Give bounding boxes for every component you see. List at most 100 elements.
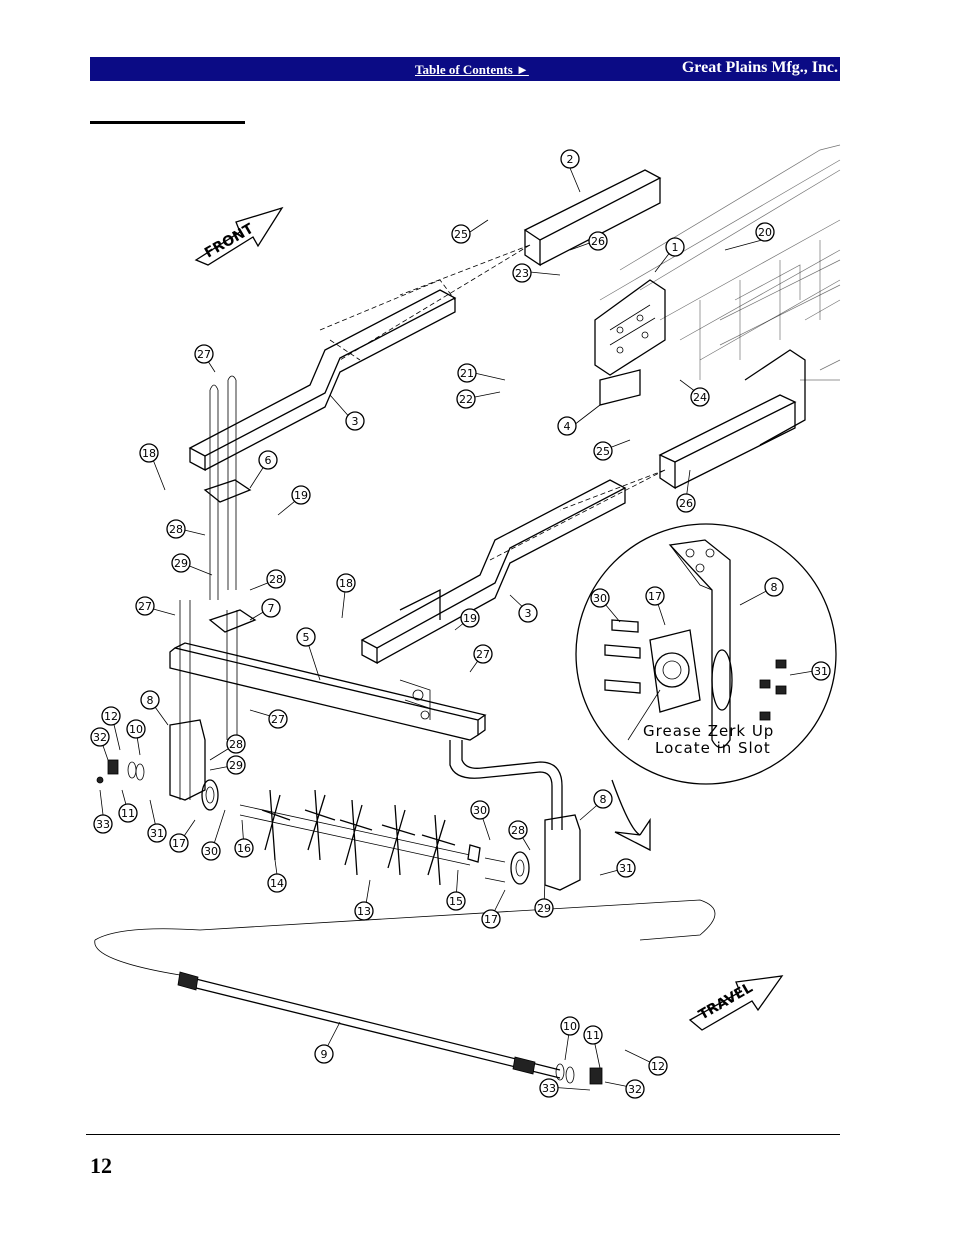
callout-bubble: 15 — [446, 891, 466, 911]
detail-circle — [575, 523, 837, 852]
callout-bubble: 30 — [590, 588, 610, 608]
callout-leaders — [99, 167, 821, 1091]
callout-bubble: 32 — [625, 1079, 645, 1099]
svg-text:12: 12 — [651, 1060, 665, 1073]
front-arrow: FRONT — [194, 206, 284, 266]
callout-bubble: 33 — [539, 1078, 559, 1098]
callout-bubble: 23 — [512, 263, 532, 283]
svg-text:31: 31 — [814, 665, 828, 678]
shaft-hardware-right — [555, 1063, 603, 1085]
callout-bubble: 28 — [266, 569, 286, 589]
callout-bubble: 2 — [560, 149, 580, 169]
shaft-hardware-left — [96, 759, 145, 784]
table-of-contents-link[interactable]: Table of Contents ► — [415, 62, 529, 77]
svg-text:1: 1 — [672, 241, 679, 254]
callout-bubble: 20 — [755, 222, 775, 242]
svg-text:15: 15 — [449, 895, 463, 908]
shaft-part-9 — [94, 899, 716, 1079]
bent-support-arm — [449, 740, 581, 891]
callout-bubble: 30 — [201, 841, 221, 861]
svg-text:8: 8 — [771, 581, 778, 594]
svg-text:29: 29 — [229, 759, 243, 772]
mount-bracket-upper — [594, 279, 666, 406]
callout-bubble: 19 — [460, 608, 480, 628]
svg-text:28: 28 — [229, 738, 243, 751]
callout-bubble: 26 — [676, 493, 696, 513]
callout-bubble: 30 — [470, 800, 490, 820]
svg-text:7: 7 — [268, 602, 275, 615]
svg-text:11: 11 — [121, 807, 135, 820]
svg-text:27: 27 — [197, 348, 211, 361]
svg-text:18: 18 — [142, 447, 156, 460]
svg-text:28: 28 — [511, 824, 525, 837]
callout-bubble: 10 — [560, 1016, 580, 1036]
svg-text:20: 20 — [758, 226, 772, 239]
detail-note: Grease Zerk Up Locate in Slot — [643, 722, 774, 757]
callout-bubble: 8 — [140, 690, 160, 710]
callout-bubble: 29 — [226, 755, 246, 775]
detail-note-line2: Locate in Slot — [655, 739, 771, 757]
callout-bubble: 27 — [268, 709, 288, 729]
callout-bubble: 27 — [473, 644, 493, 664]
tube-part-3-upper — [188, 279, 457, 472]
detail-note-line1: Grease Zerk Up — [643, 722, 774, 740]
callout-bubble: 27 — [194, 344, 214, 364]
svg-text:32: 32 — [628, 1083, 642, 1096]
callout-bubble: 29 — [171, 553, 191, 573]
svg-text:30: 30 — [593, 592, 607, 605]
callout-bubble: 5 — [296, 627, 316, 647]
svg-text:33: 33 — [96, 818, 110, 831]
svg-text:33: 33 — [542, 1082, 556, 1095]
callout-bubble: 14 — [267, 873, 287, 893]
svg-text:10: 10 — [129, 723, 143, 736]
svg-text:32: 32 — [93, 731, 107, 744]
svg-text:9: 9 — [321, 1048, 328, 1061]
callout-bubble: 32 — [90, 727, 110, 747]
svg-text:17: 17 — [484, 913, 498, 926]
svg-text:29: 29 — [537, 902, 551, 915]
callout-bubble: 16 — [234, 838, 254, 858]
callout-bubble: 28 — [226, 734, 246, 754]
callout-bubble: 28 — [508, 820, 528, 840]
svg-text:13: 13 — [357, 905, 371, 918]
callout-bubble: 31 — [811, 661, 831, 681]
svg-text:24: 24 — [693, 391, 707, 404]
svg-text:25: 25 — [454, 228, 468, 241]
svg-text:14: 14 — [270, 877, 284, 890]
svg-text:17: 17 — [172, 837, 186, 850]
svg-text:8: 8 — [147, 694, 154, 707]
svg-text:16: 16 — [237, 842, 251, 855]
header-bar: Table of Contents ► Great Plains Mfg., I… — [90, 57, 840, 81]
svg-text:30: 30 — [204, 845, 218, 858]
callout-bubble: 18 — [139, 443, 159, 463]
svg-text:29: 29 — [174, 557, 188, 570]
svg-text:28: 28 — [169, 523, 183, 536]
svg-text:10: 10 — [563, 1020, 577, 1033]
svg-text:27: 27 — [476, 648, 490, 661]
reel-spider-set — [239, 789, 481, 886]
callout-bubble: 7 — [261, 598, 281, 618]
svg-text:3: 3 — [525, 607, 532, 620]
svg-text:26: 26 — [591, 235, 605, 248]
svg-text:28: 28 — [269, 573, 283, 586]
svg-text:5: 5 — [303, 631, 310, 644]
footer-rule — [86, 1134, 840, 1135]
tractor-frame-drawing — [599, 144, 841, 381]
svg-text:19: 19 — [463, 612, 477, 625]
callout-bubble: 29 — [534, 898, 554, 918]
callout-labels: 2 1 20 25 26 23 21 22 24 4 25 26 27 3 18… — [90, 149, 831, 1099]
callout-bubble: 9 — [314, 1044, 334, 1064]
svg-text:30: 30 — [473, 804, 487, 817]
front-label: FRONT — [202, 221, 257, 262]
callout-bubble: 17 — [169, 833, 189, 853]
callout-bubble: 25 — [451, 224, 471, 244]
callout-bubble: 25 — [593, 441, 613, 461]
svg-text:12: 12 — [104, 710, 118, 723]
company-name: Great Plains Mfg., Inc. — [681, 59, 838, 76]
travel-arrow: TRAVEL — [688, 975, 784, 1031]
callout-bubble: 33 — [93, 814, 113, 834]
beam-part-5 — [169, 642, 487, 741]
section-rule — [90, 121, 245, 124]
tube-part-2 — [339, 169, 662, 361]
